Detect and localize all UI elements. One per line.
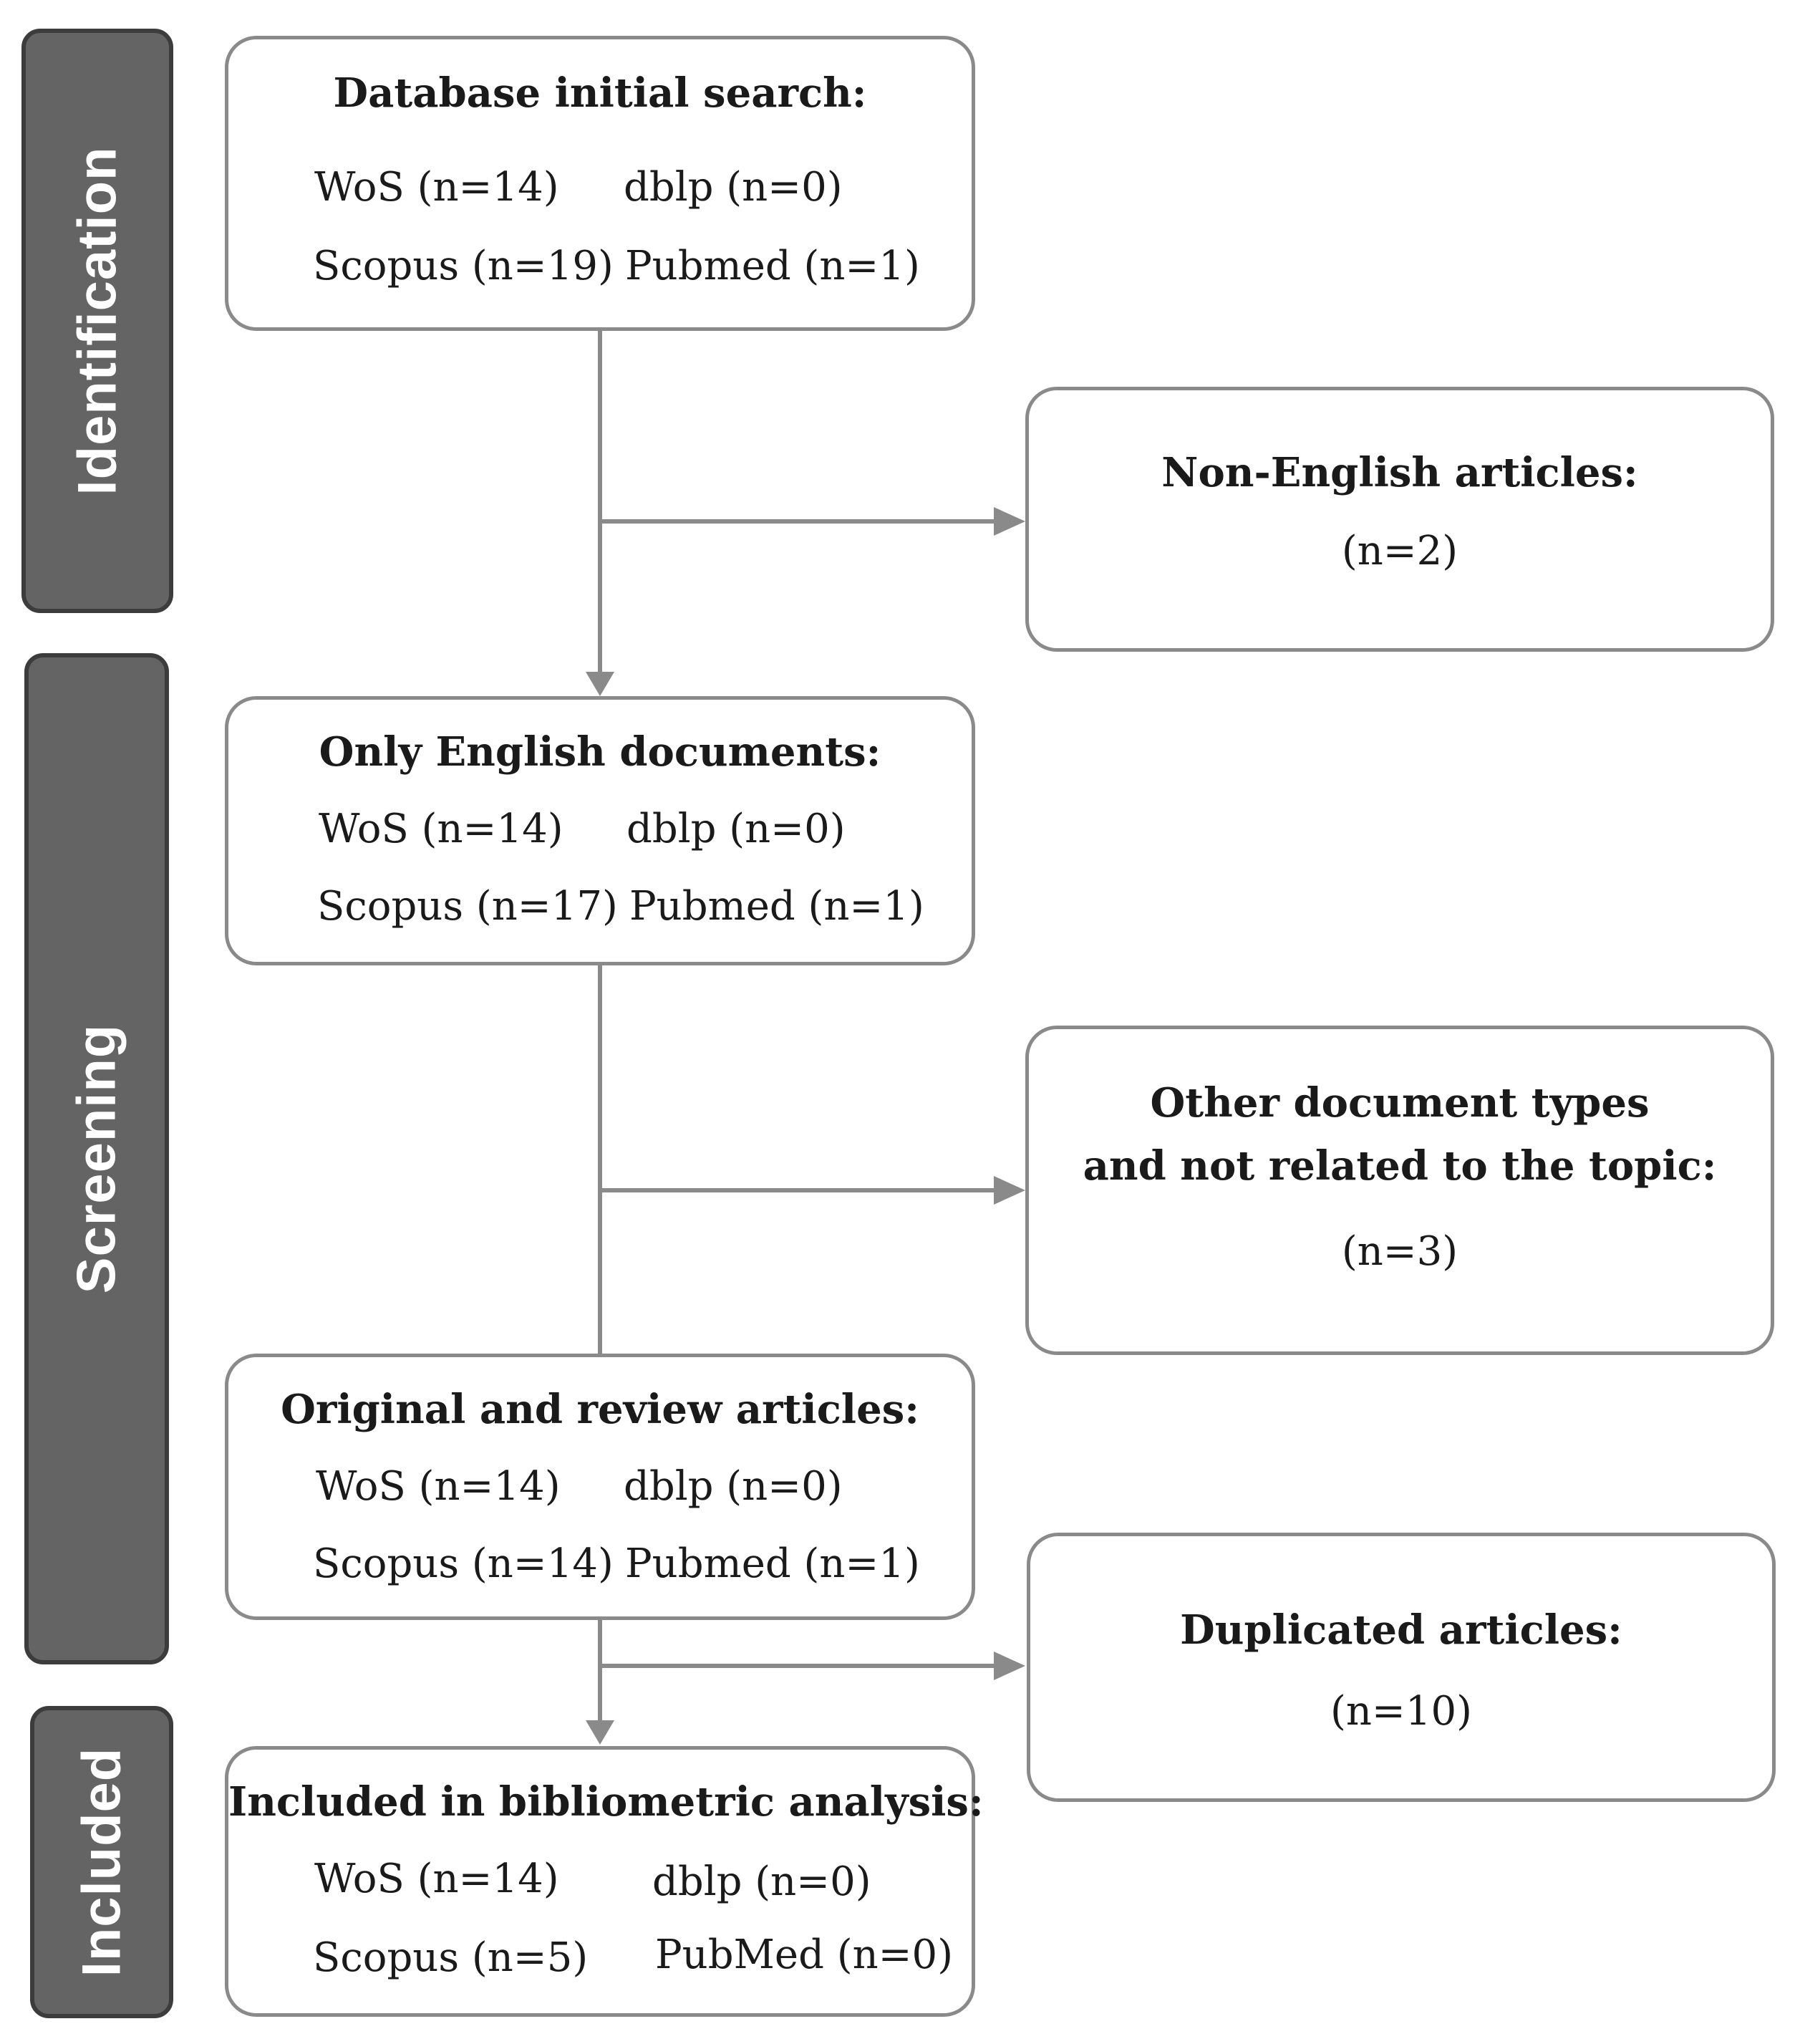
only-english-wos: WoS (n=14) <box>319 806 563 852</box>
only-english-scopus: Scopus (n=17) <box>317 883 618 930</box>
original-review-dblp: dblp (n=0) <box>624 1463 843 1510</box>
only-english-dblp: dblp (n=0) <box>626 806 846 852</box>
phase-included-bar: Included <box>30 1706 173 2018</box>
included-dblp: dblp (n=0) <box>652 1859 871 1905</box>
phase-identification-bar: Identification <box>21 29 173 613</box>
included-title: Included in bibliometric analysis: <box>228 1778 984 1826</box>
original-review-pubmed: Pubmed (n=1) <box>625 1541 920 1587</box>
duplicated-count: (n=10) <box>1330 1688 1472 1735</box>
phase-screening-bar: Screening <box>24 653 169 1664</box>
only-english-title: Only English documents: <box>319 728 881 776</box>
non-english-box: Non-English articles: (n=2) <box>1025 387 1774 652</box>
original-review-scopus: Scopus (n=14) <box>313 1541 614 1587</box>
only-english-box: Only English documents: WoS (n=14) dblp … <box>225 696 975 965</box>
included-wos: WoS (n=14) <box>314 1856 559 1902</box>
arrow-head <box>586 672 614 696</box>
only-english-pubmed: Pubmed (n=1) <box>629 883 924 930</box>
other-types-box: Other document types and not related to … <box>1025 1026 1774 1355</box>
initial-search-wos: WoS (n=14) <box>314 164 559 211</box>
arrow-head <box>994 1652 1025 1680</box>
duplicated-title: Duplicated articles: <box>1180 1606 1622 1654</box>
arrow-head <box>994 507 1025 536</box>
original-review-wos: WoS (n=14) <box>316 1463 561 1510</box>
initial-search-scopus: Scopus (n=19) <box>313 243 614 289</box>
duplicated-box: Duplicated articles: (n=10) <box>1027 1533 1776 1802</box>
non-english-title: Non-English articles: <box>1161 449 1638 496</box>
original-review-box: Original and review articles: WoS (n=14)… <box>225 1354 975 1620</box>
included-scopus: Scopus (n=5) <box>313 1934 589 1981</box>
initial-search-box: Database initial search: WoS (n=14) dblp… <box>225 36 975 331</box>
non-english-count: (n=2) <box>1341 528 1458 574</box>
other-types-title-line1: Other document types <box>1150 1079 1650 1127</box>
other-types-title-line2: and not related to the topic: <box>1083 1142 1717 1190</box>
initial-search-pubmed: Pubmed (n=1) <box>625 243 920 289</box>
included-box: Included in bibliometric analysis: WoS (… <box>225 1746 984 2017</box>
initial-search-title: Database initial search: <box>333 69 867 117</box>
arrow-head <box>586 1720 614 1745</box>
original-review-title: Original and review articles: <box>281 1386 919 1433</box>
other-types-count: (n=3) <box>1341 1228 1458 1275</box>
arrow-head <box>994 1176 1025 1205</box>
initial-search-dblp: dblp (n=0) <box>624 164 843 211</box>
included-pubmed: PubMed (n=0) <box>655 1932 954 1978</box>
